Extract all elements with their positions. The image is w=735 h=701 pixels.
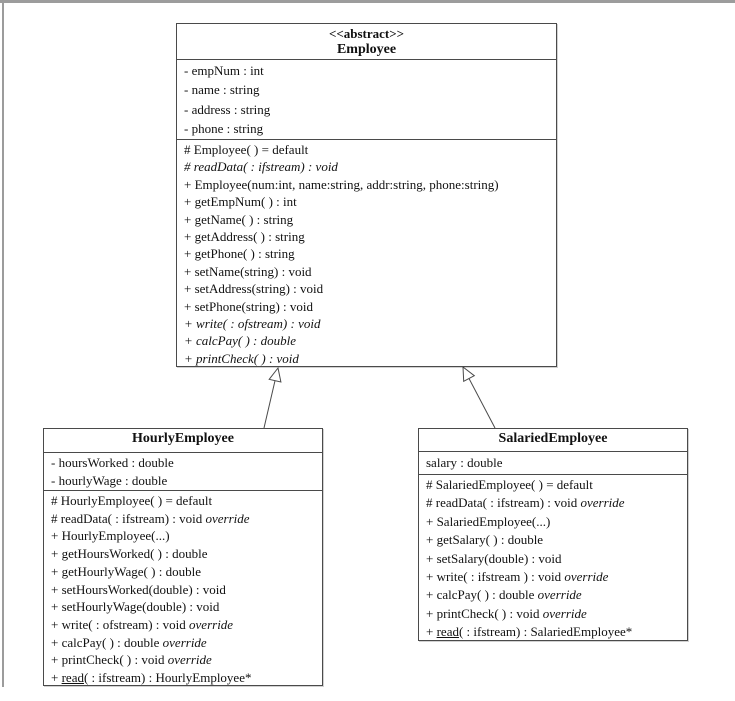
generalization-arrow-salaried-to-employee xyxy=(462,365,496,429)
member-line: - hoursWorked : double xyxy=(51,455,174,470)
member-line: + getHourlyWage( ) : double xyxy=(51,563,201,579)
class-name: HourlyEmployee xyxy=(132,431,234,446)
member-line: salary : double xyxy=(426,455,503,470)
member-line: + getHoursWorked( ) : double xyxy=(51,546,208,562)
member-line: + read( : ifstream) : SalariedEmployee* xyxy=(426,624,633,640)
class-box-salaried-employee: SalariedEmployee salary : double # Salar… xyxy=(418,428,688,641)
member-line: - name : string xyxy=(184,82,260,98)
member-line: + printCheck( ) : void override xyxy=(51,652,212,668)
window-frame-top-border xyxy=(0,0,735,3)
member-line: # Employee( ) = default xyxy=(184,142,309,157)
member-line: + printCheck( ) : void xyxy=(184,350,299,366)
methods-compartment: # SalariedEmployee( ) = default # readDat… xyxy=(419,475,687,643)
attributes-compartment: salary : double xyxy=(419,452,687,475)
member-line: + write( : ofstream) : void override xyxy=(51,616,234,632)
generalization-arrow-hourly-to-employee xyxy=(263,366,282,429)
class-title-employee: <<abstract>> Employee xyxy=(177,24,556,60)
member-line: + HourlyEmployee(...) xyxy=(51,528,170,544)
hollow-triangle-arrowhead-icon xyxy=(462,365,476,383)
member-line: + printCheck( ) : void override xyxy=(426,605,587,621)
member-line: + Employee(num:int, name:string, addr:st… xyxy=(184,176,499,192)
class-title-salaried-employee: SalariedEmployee xyxy=(419,429,687,452)
class-name: Employee xyxy=(336,42,397,57)
methods-compartment: # HourlyEmployee( ) = default # readData(… xyxy=(44,491,322,688)
member-line: # readData( : ifstream) : void xyxy=(184,159,338,175)
member-line: + calcPay( ) : double xyxy=(184,333,297,349)
member-line: + write( : ifstream ) : void override xyxy=(426,569,609,585)
member-line: + getAddress( ) : string xyxy=(184,229,305,245)
member-line: # readData( : ifstream) : void override xyxy=(426,495,625,511)
member-line: - address : string xyxy=(184,101,271,117)
member-line: + read( : ifstream) : HourlyEmployee* xyxy=(51,670,252,686)
member-line: # SalariedEmployee( ) = default xyxy=(426,477,593,492)
attributes-compartment: - hoursWorked : double - hourlyWage : dou… xyxy=(44,453,322,491)
member-line: + setAddress(string) : void xyxy=(184,281,324,297)
member-line: # readData( : ifstream) : void override xyxy=(51,510,250,526)
class-box-employee: <<abstract>> Employee - empNum : int - na… xyxy=(176,23,557,367)
attributes-compartment: - empNum : int - name : string - address :… xyxy=(177,60,556,140)
member-line: - hourlyWage : double xyxy=(51,472,168,488)
member-line: + setPhone(string) : void xyxy=(184,298,314,314)
window-frame-left-border xyxy=(2,3,4,687)
class-title-hourly-employee: HourlyEmployee xyxy=(44,429,322,453)
member-line: + getEmpNum( ) : int xyxy=(184,194,297,210)
generalization-line xyxy=(468,378,496,429)
member-line: + getSalary( ) : double xyxy=(426,532,544,548)
stereotype-label: <<abstract>> xyxy=(328,26,405,41)
member-line: - empNum : int xyxy=(184,63,264,78)
member-line: + getPhone( ) : string xyxy=(184,246,295,262)
hollow-triangle-arrowhead-icon xyxy=(268,366,282,383)
member-line: - phone : string xyxy=(184,121,264,137)
member-line: + setSalary(double) : void xyxy=(426,550,562,566)
member-line: + setHourlyWage(double) : void xyxy=(51,599,220,615)
member-line: + setHoursWorked(double) : void xyxy=(51,581,226,597)
member-line: + setName(string) : void xyxy=(184,263,312,279)
class-box-hourly-employee: HourlyEmployee - hoursWorked : double- h… xyxy=(43,428,323,686)
class-name: SalariedEmployee xyxy=(498,431,608,446)
member-line: + SalariedEmployee(...) xyxy=(426,513,551,529)
member-line: + calcPay( ) : double override xyxy=(51,634,207,650)
member-line: + calcPay( ) : double override xyxy=(426,587,582,603)
methods-compartment: # Employee( ) = default # readData( : ifs… xyxy=(177,140,556,368)
member-line: + getName( ) : string xyxy=(184,211,294,227)
generalization-line xyxy=(263,380,276,429)
member-line: # HourlyEmployee( ) = default xyxy=(51,493,213,508)
member-line: + write( : ofstream) : void xyxy=(184,316,321,332)
